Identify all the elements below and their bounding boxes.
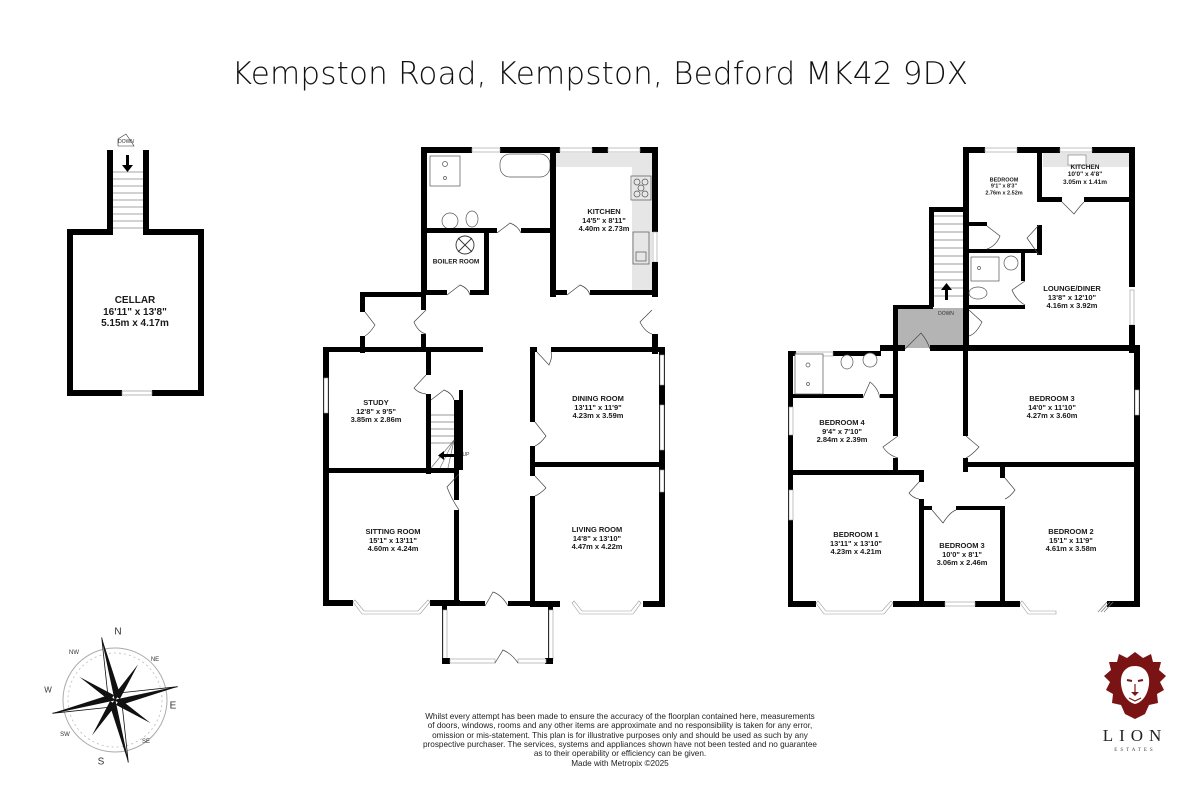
room-kitchen-ground: KITCHEN 14'5" x 8'11" 4.40m x 2.73m <box>578 207 630 234</box>
disclaimer-line: prospective purchaser. The services, sys… <box>422 740 817 750</box>
disclaimer-line: Whilst every attempt has been made to en… <box>425 712 815 721</box>
logo-brand: LION <box>1102 726 1168 745</box>
room-lounge-diner: LOUNGE/DINER 13'8" x 12'10" 4.16m x 3.92… <box>1043 284 1101 311</box>
first-floor-plan <box>788 147 1140 615</box>
room-dining: DINING ROOM 13'11" x 11'9" 4.23m x 3.59m <box>572 394 624 421</box>
cellar-stairs-down-label: DOWN <box>118 139 134 145</box>
ground-stairs-up-label: UP <box>462 452 470 458</box>
room-living: LIVING ROOM 14'8" x 13'10" 4.47m x 4.22m <box>571 525 623 552</box>
compass-e: E <box>169 700 177 712</box>
compass-s: S <box>97 756 105 768</box>
room-sitting: SITTING ROOM 15'1" x 13'11" 4.60m x 4.24… <box>365 527 421 554</box>
room-bedroom-3-large: BEDROOM 3 14'0" x 11'10" 4.27m x 3.60m <box>1026 394 1078 421</box>
room-kitchen-first: KITCHEN 10'0" x 4'8" 3.05m x 1.41m <box>1062 163 1108 186</box>
lion-head-icon <box>1104 652 1166 719</box>
room-bedroom-2: BEDROOM 2 15'1" x 11'9" 4.61m x 3.58m <box>1045 527 1097 554</box>
compass-w: W <box>44 685 52 695</box>
metropix-credit: Made with Metropix ©2025 <box>571 758 669 768</box>
disclaimer-line: as to their operability or efficiency ca… <box>533 749 707 759</box>
compass-se: SE <box>141 739 151 745</box>
disclaimer-line: of doors, windows, rooms and any other i… <box>427 721 813 731</box>
ground-floor-plan <box>323 147 665 664</box>
room-boiler: BOILER ROOM <box>432 258 480 266</box>
room-bedroom-small: BEDROOM 9'1" x 8'3" 2.76m x 2.52m <box>985 177 1023 197</box>
room-cellar: CELLAR 16'11" x 13'8" 5.15m x 4.17m <box>101 294 169 329</box>
page-title: Kempston Road, Kempston, Bedford MK42 9D… <box>231 56 969 92</box>
room-study: STUDY 12'8" x 9'5" 3.85m x 2.86m <box>350 398 402 425</box>
compass-icon <box>52 637 178 763</box>
cellar-plan <box>67 133 204 396</box>
compass-ne: NE <box>150 657 160 663</box>
room-bedroom-4: BEDROOM 4 9'4" x 7'10" 2.84m x 2.39m <box>816 418 868 445</box>
disclaimer-line: omission or mis-statement. This plan is … <box>432 730 808 740</box>
compass-sw: SW <box>60 732 70 738</box>
room-bedroom-1: BEDROOM 1 13'11" x 13'10" 4.23m x 4.21m <box>830 530 882 557</box>
room-bedroom-3-small: BEDROOM 3 10'0" x 8'1" 3.06m x 2.46m <box>936 541 988 568</box>
logo-subtitle: ESTATES <box>1114 748 1156 753</box>
compass-n: N <box>114 626 122 638</box>
lion-estates-logo: LION ESTATES <box>1090 650 1180 753</box>
disclaimer-text: Whilst every attempt has been made to en… <box>405 712 835 768</box>
first-stairs-down-label: DOWN <box>938 311 954 317</box>
compass-nw: NW <box>69 650 79 656</box>
